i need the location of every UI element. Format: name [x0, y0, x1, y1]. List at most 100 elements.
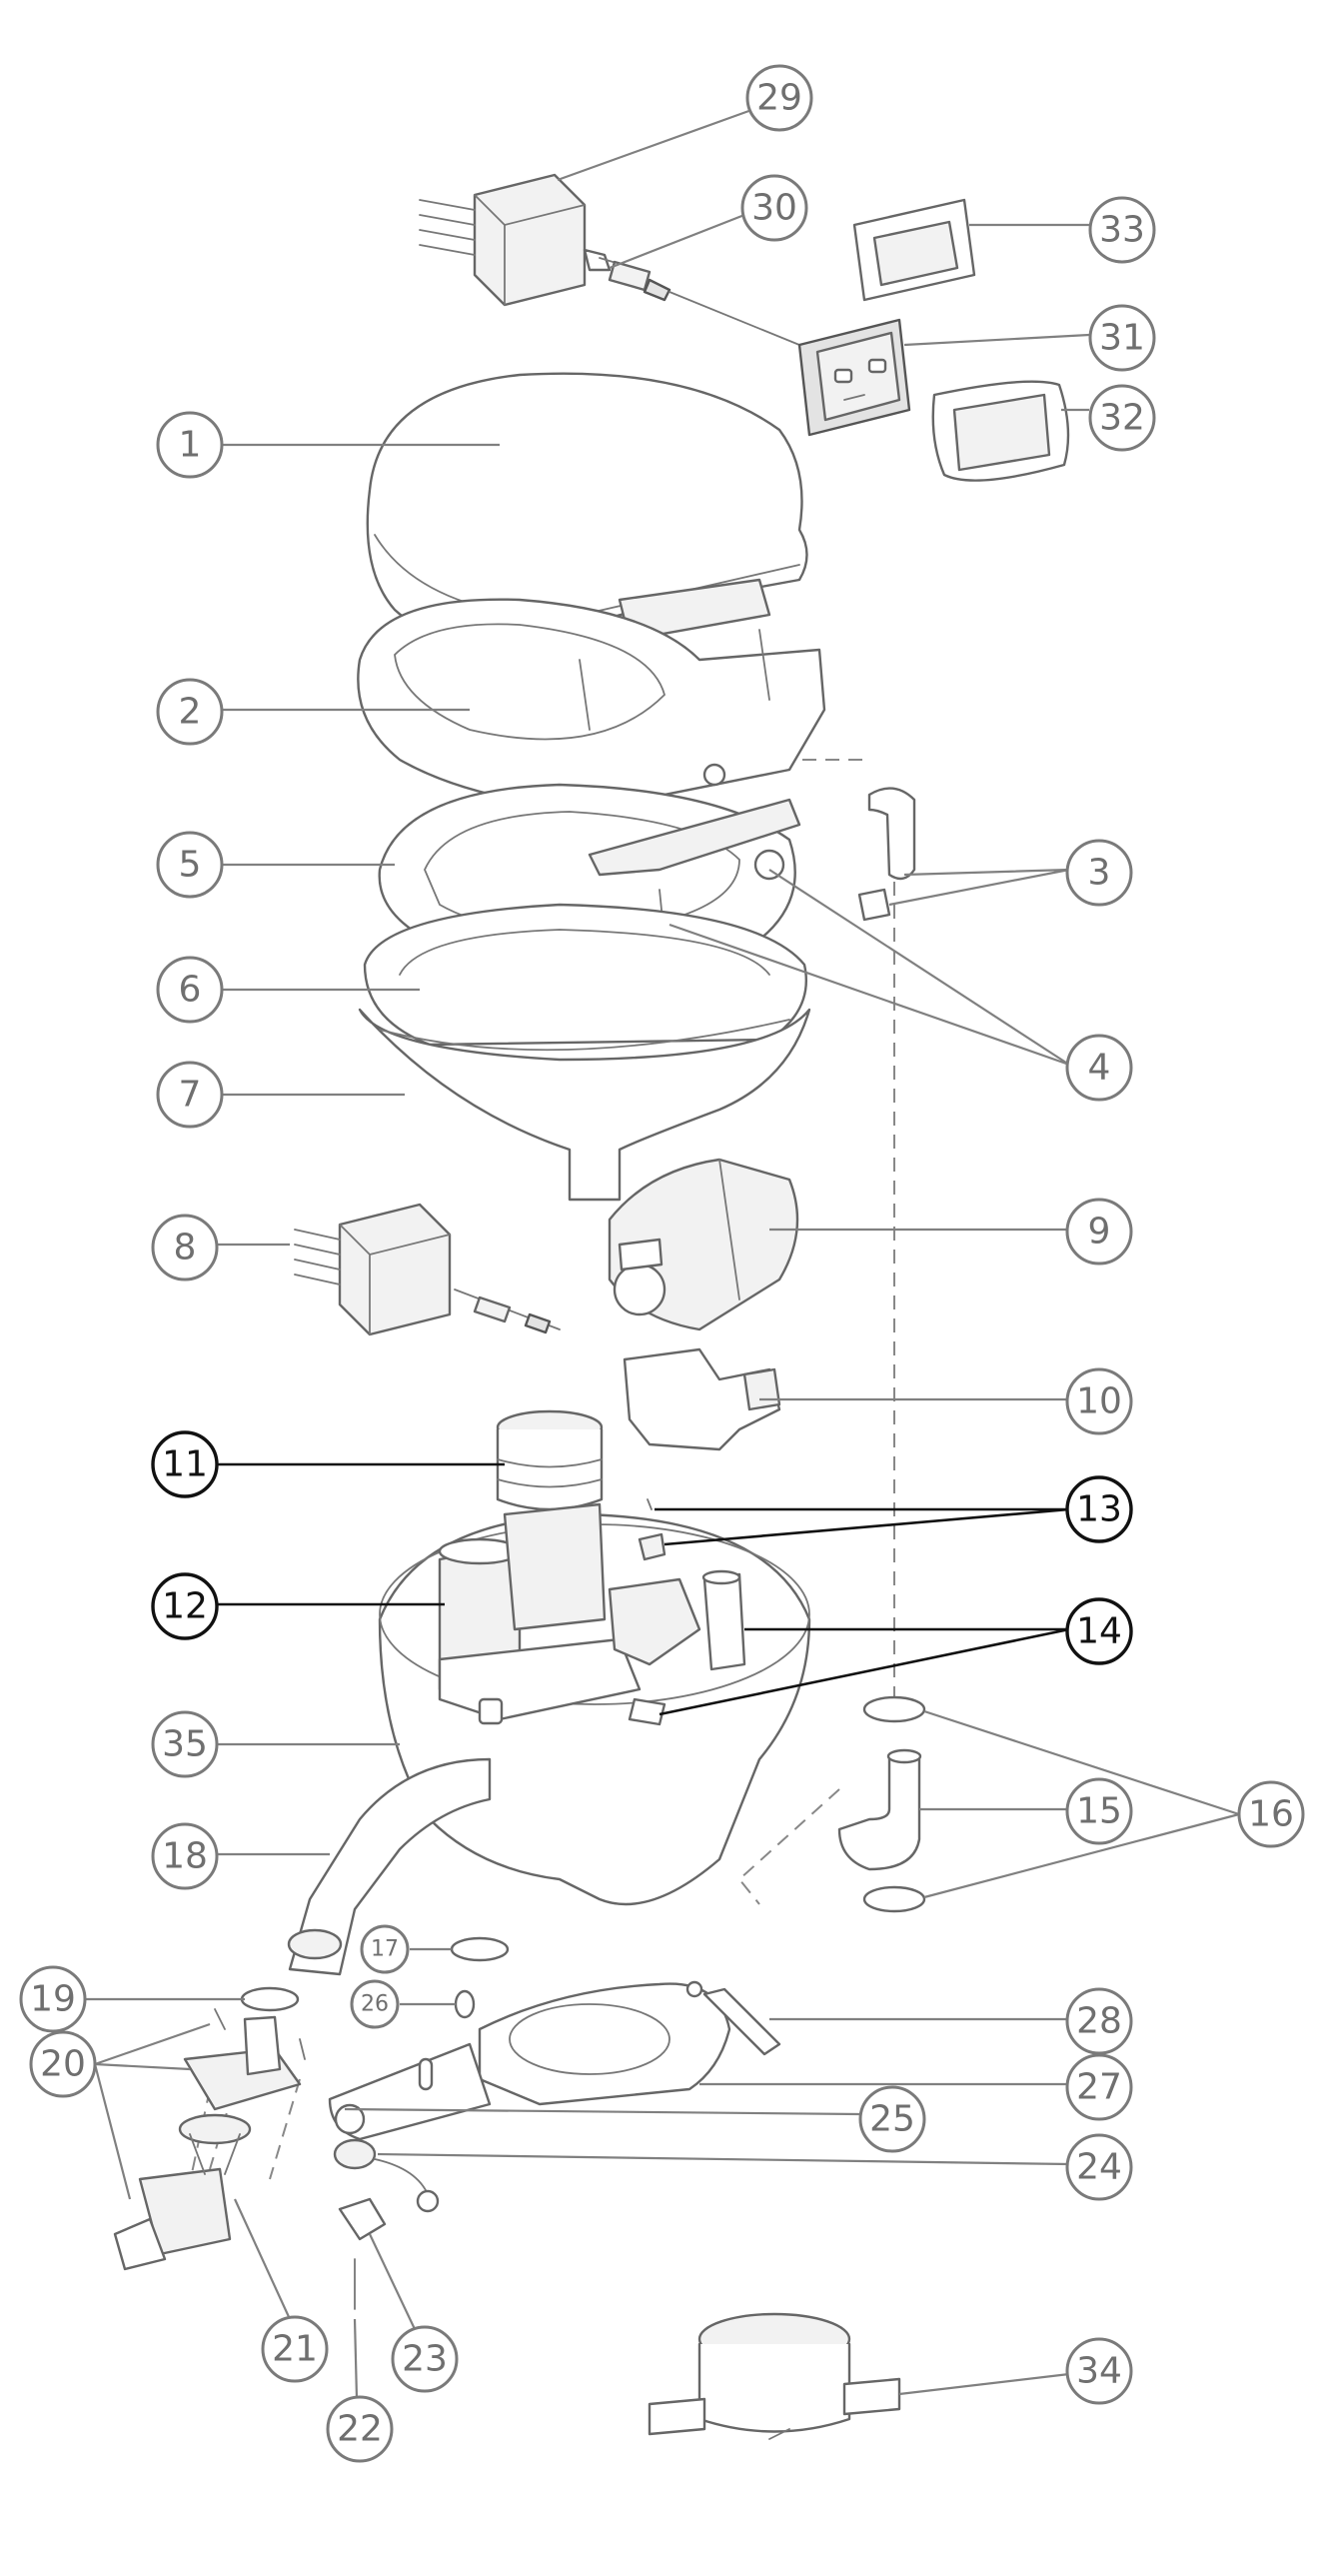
callout-1: 1 — [156, 411, 224, 479]
callout-24: 24 — [1065, 2133, 1133, 2201]
callout-31-label: 31 — [1099, 318, 1145, 359]
callout-33: 33 — [1088, 196, 1156, 264]
callout-21-label: 21 — [272, 2329, 318, 2370]
part-12-motor-assembly — [438, 1502, 642, 1725]
callout-13-label: 13 — [1076, 1489, 1122, 1530]
callout-14: 14 — [1065, 1597, 1133, 1665]
callout-28-label: 28 — [1076, 2001, 1122, 2042]
callout-8-label: 8 — [174, 1228, 197, 1269]
callout-6-label: 6 — [179, 970, 202, 1011]
callout-15-label: 15 — [1076, 1791, 1122, 1832]
callout-31: 31 — [1088, 304, 1156, 372]
part-27-mounting-plate — [478, 1980, 731, 2106]
callout-11-label: 11 — [162, 1444, 208, 1485]
callout-16: 16 — [1237, 1780, 1305, 1848]
callout-11: 11 — [151, 1430, 219, 1498]
part-30-connector-cable — [599, 257, 800, 346]
callout-25: 25 — [858, 2085, 926, 2153]
callout-29: 29 — [745, 64, 813, 132]
callout-20: 20 — [29, 2030, 97, 2098]
callout-9: 9 — [1065, 1198, 1133, 1266]
callout-23-label: 23 — [402, 2339, 448, 2380]
part-28-strap — [702, 1987, 781, 2056]
callout-22: 22 — [326, 2395, 394, 2463]
part-26-plug — [454, 1989, 476, 2019]
part-20-flange — [113, 2008, 306, 2271]
part-29-control-box — [419, 173, 612, 307]
callout-30: 30 — [740, 174, 808, 242]
callout-1-label: 1 — [179, 425, 202, 466]
part-17-clamp — [450, 1936, 510, 1962]
part-34-inlet-filter — [648, 2312, 901, 2440]
part-23-sensor-clip — [338, 2197, 387, 2241]
part-10-pump-housing — [623, 1347, 781, 1451]
callout-19-label: 19 — [30, 1979, 76, 2020]
callout-29-label: 29 — [756, 78, 802, 119]
callout-16-label: 16 — [1248, 1794, 1294, 1835]
callout-21: 21 — [261, 2315, 329, 2383]
callout-8: 8 — [151, 1214, 219, 1282]
callout-34: 34 — [1065, 2337, 1133, 2405]
part-15-hose-elbow — [837, 1748, 922, 1871]
callout-5-label: 5 — [179, 845, 202, 886]
callout-10-label: 10 — [1076, 1381, 1122, 1422]
part-14-outlet-elbow — [608, 1569, 746, 1726]
callout-5: 5 — [156, 831, 224, 899]
callout-28: 28 — [1065, 1987, 1133, 2055]
part-13-screw — [638, 1498, 666, 1561]
callout-34-label: 34 — [1076, 2351, 1122, 2392]
callout-4-label: 4 — [1088, 1048, 1111, 1089]
callout-26: 26 — [350, 1979, 400, 2029]
callout-18: 18 — [151, 1822, 219, 1890]
callout-12-label: 12 — [162, 1586, 208, 1627]
callout-32: 32 — [1088, 384, 1156, 452]
part-1-lid — [366, 372, 808, 647]
callout-18-label: 18 — [162, 1836, 208, 1877]
callout-27: 27 — [1065, 2053, 1133, 2121]
part-8-control-box — [294, 1203, 561, 1336]
callout-10: 10 — [1065, 1367, 1133, 1435]
part-18-outlet-hose — [287, 1757, 492, 1976]
part-25-base-bracket — [328, 2042, 492, 2141]
callout-7-label: 7 — [179, 1075, 202, 1116]
part-19-clamp — [240, 1986, 300, 2012]
callouts: 29 30 33 31 32 1 2 3 — [19, 64, 1305, 2463]
callout-17: 17 — [360, 1924, 410, 1974]
callout-15: 15 — [1065, 1777, 1133, 1845]
callout-26-label: 26 — [361, 1992, 389, 2017]
callout-9-label: 9 — [1088, 1212, 1111, 1253]
part-33-mounting-frame — [852, 198, 976, 302]
part-3-elbow-fitting — [857, 787, 916, 922]
callout-7: 7 — [156, 1061, 224, 1129]
part-9-macerator-motor — [608, 1158, 799, 1331]
callout-2: 2 — [156, 678, 224, 746]
callout-35: 35 — [151, 1710, 219, 1778]
callout-33-label: 33 — [1099, 210, 1145, 251]
callout-12: 12 — [151, 1572, 219, 1640]
callout-25-label: 25 — [869, 2099, 915, 2140]
callout-27-label: 27 — [1076, 2067, 1122, 2108]
callout-4: 4 — [1065, 1034, 1133, 1102]
callout-2-label: 2 — [179, 692, 202, 733]
callout-30-label: 30 — [751, 188, 797, 229]
part-21-joker-valve — [178, 2113, 252, 2175]
part-24-sensor — [333, 2138, 440, 2213]
callout-20-label: 20 — [40, 2044, 86, 2085]
leader-lines — [85, 98, 1240, 2400]
callout-13: 13 — [1065, 1475, 1133, 1543]
part-11-seal-sleeve — [496, 1409, 604, 1511]
callout-23: 23 — [391, 2325, 459, 2393]
part-31-switch-panel — [797, 318, 911, 437]
part-32-switch-cover — [931, 380, 1070, 482]
part-2-seat-ring — [357, 598, 826, 812]
callout-22-label: 22 — [337, 2409, 383, 2450]
part-7-bowl — [358, 1008, 811, 1202]
callout-3: 3 — [1065, 839, 1133, 907]
callout-24-label: 24 — [1076, 2147, 1122, 2188]
callout-35-label: 35 — [162, 1724, 208, 1765]
callout-19: 19 — [19, 1965, 87, 2033]
part-16-hose-clamps — [862, 1695, 926, 1913]
callout-14-label: 14 — [1076, 1611, 1122, 1652]
callout-3-label: 3 — [1088, 853, 1111, 894]
